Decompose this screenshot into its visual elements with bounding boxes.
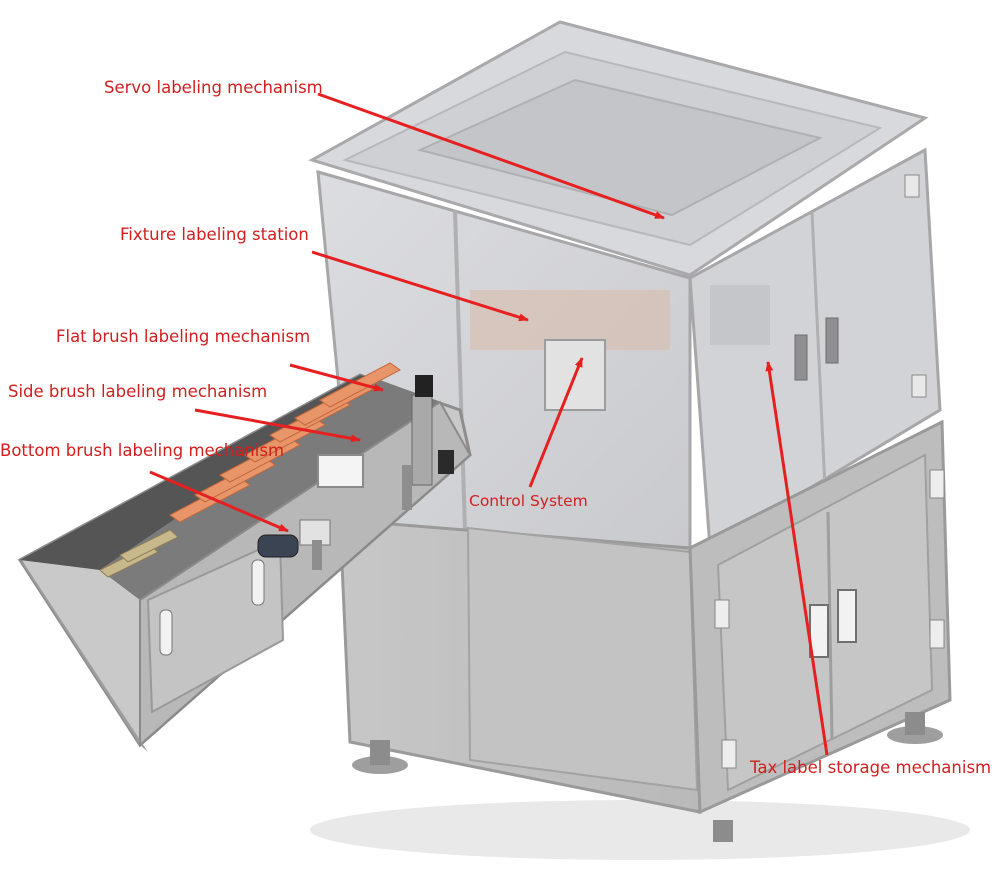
label-servo-labeling-mechanism: Servo labeling mechanism <box>104 78 323 97</box>
upper-enclosure <box>308 20 942 551</box>
label-flat-brush-labeling: Flat brush labeling mechanism <box>56 327 311 346</box>
arrow-tax <box>765 361 829 756</box>
arrow-side <box>194 408 361 443</box>
label-fixture-labeling-station: Fixture labeling station <box>120 225 309 244</box>
label-tax-label-storage: Tax label storage mechanism <box>750 758 992 777</box>
arrow-flat <box>289 363 384 392</box>
callout-arrows <box>149 92 829 756</box>
label-control-system: Control System <box>469 492 588 510</box>
arrow-fixture <box>311 250 529 322</box>
label-side-brush-labeling: Side brush labeling mechanism <box>8 382 268 401</box>
arrow-servo <box>317 92 665 220</box>
arrow-control <box>528 357 584 488</box>
lower-cabinet <box>338 419 952 842</box>
floor-shadow <box>310 800 970 860</box>
arrow-bottom <box>149 470 289 533</box>
conveyor-trough <box>17 362 472 752</box>
label-bottom-brush-labeling: Bottom brush labeling mechanism <box>0 441 285 460</box>
